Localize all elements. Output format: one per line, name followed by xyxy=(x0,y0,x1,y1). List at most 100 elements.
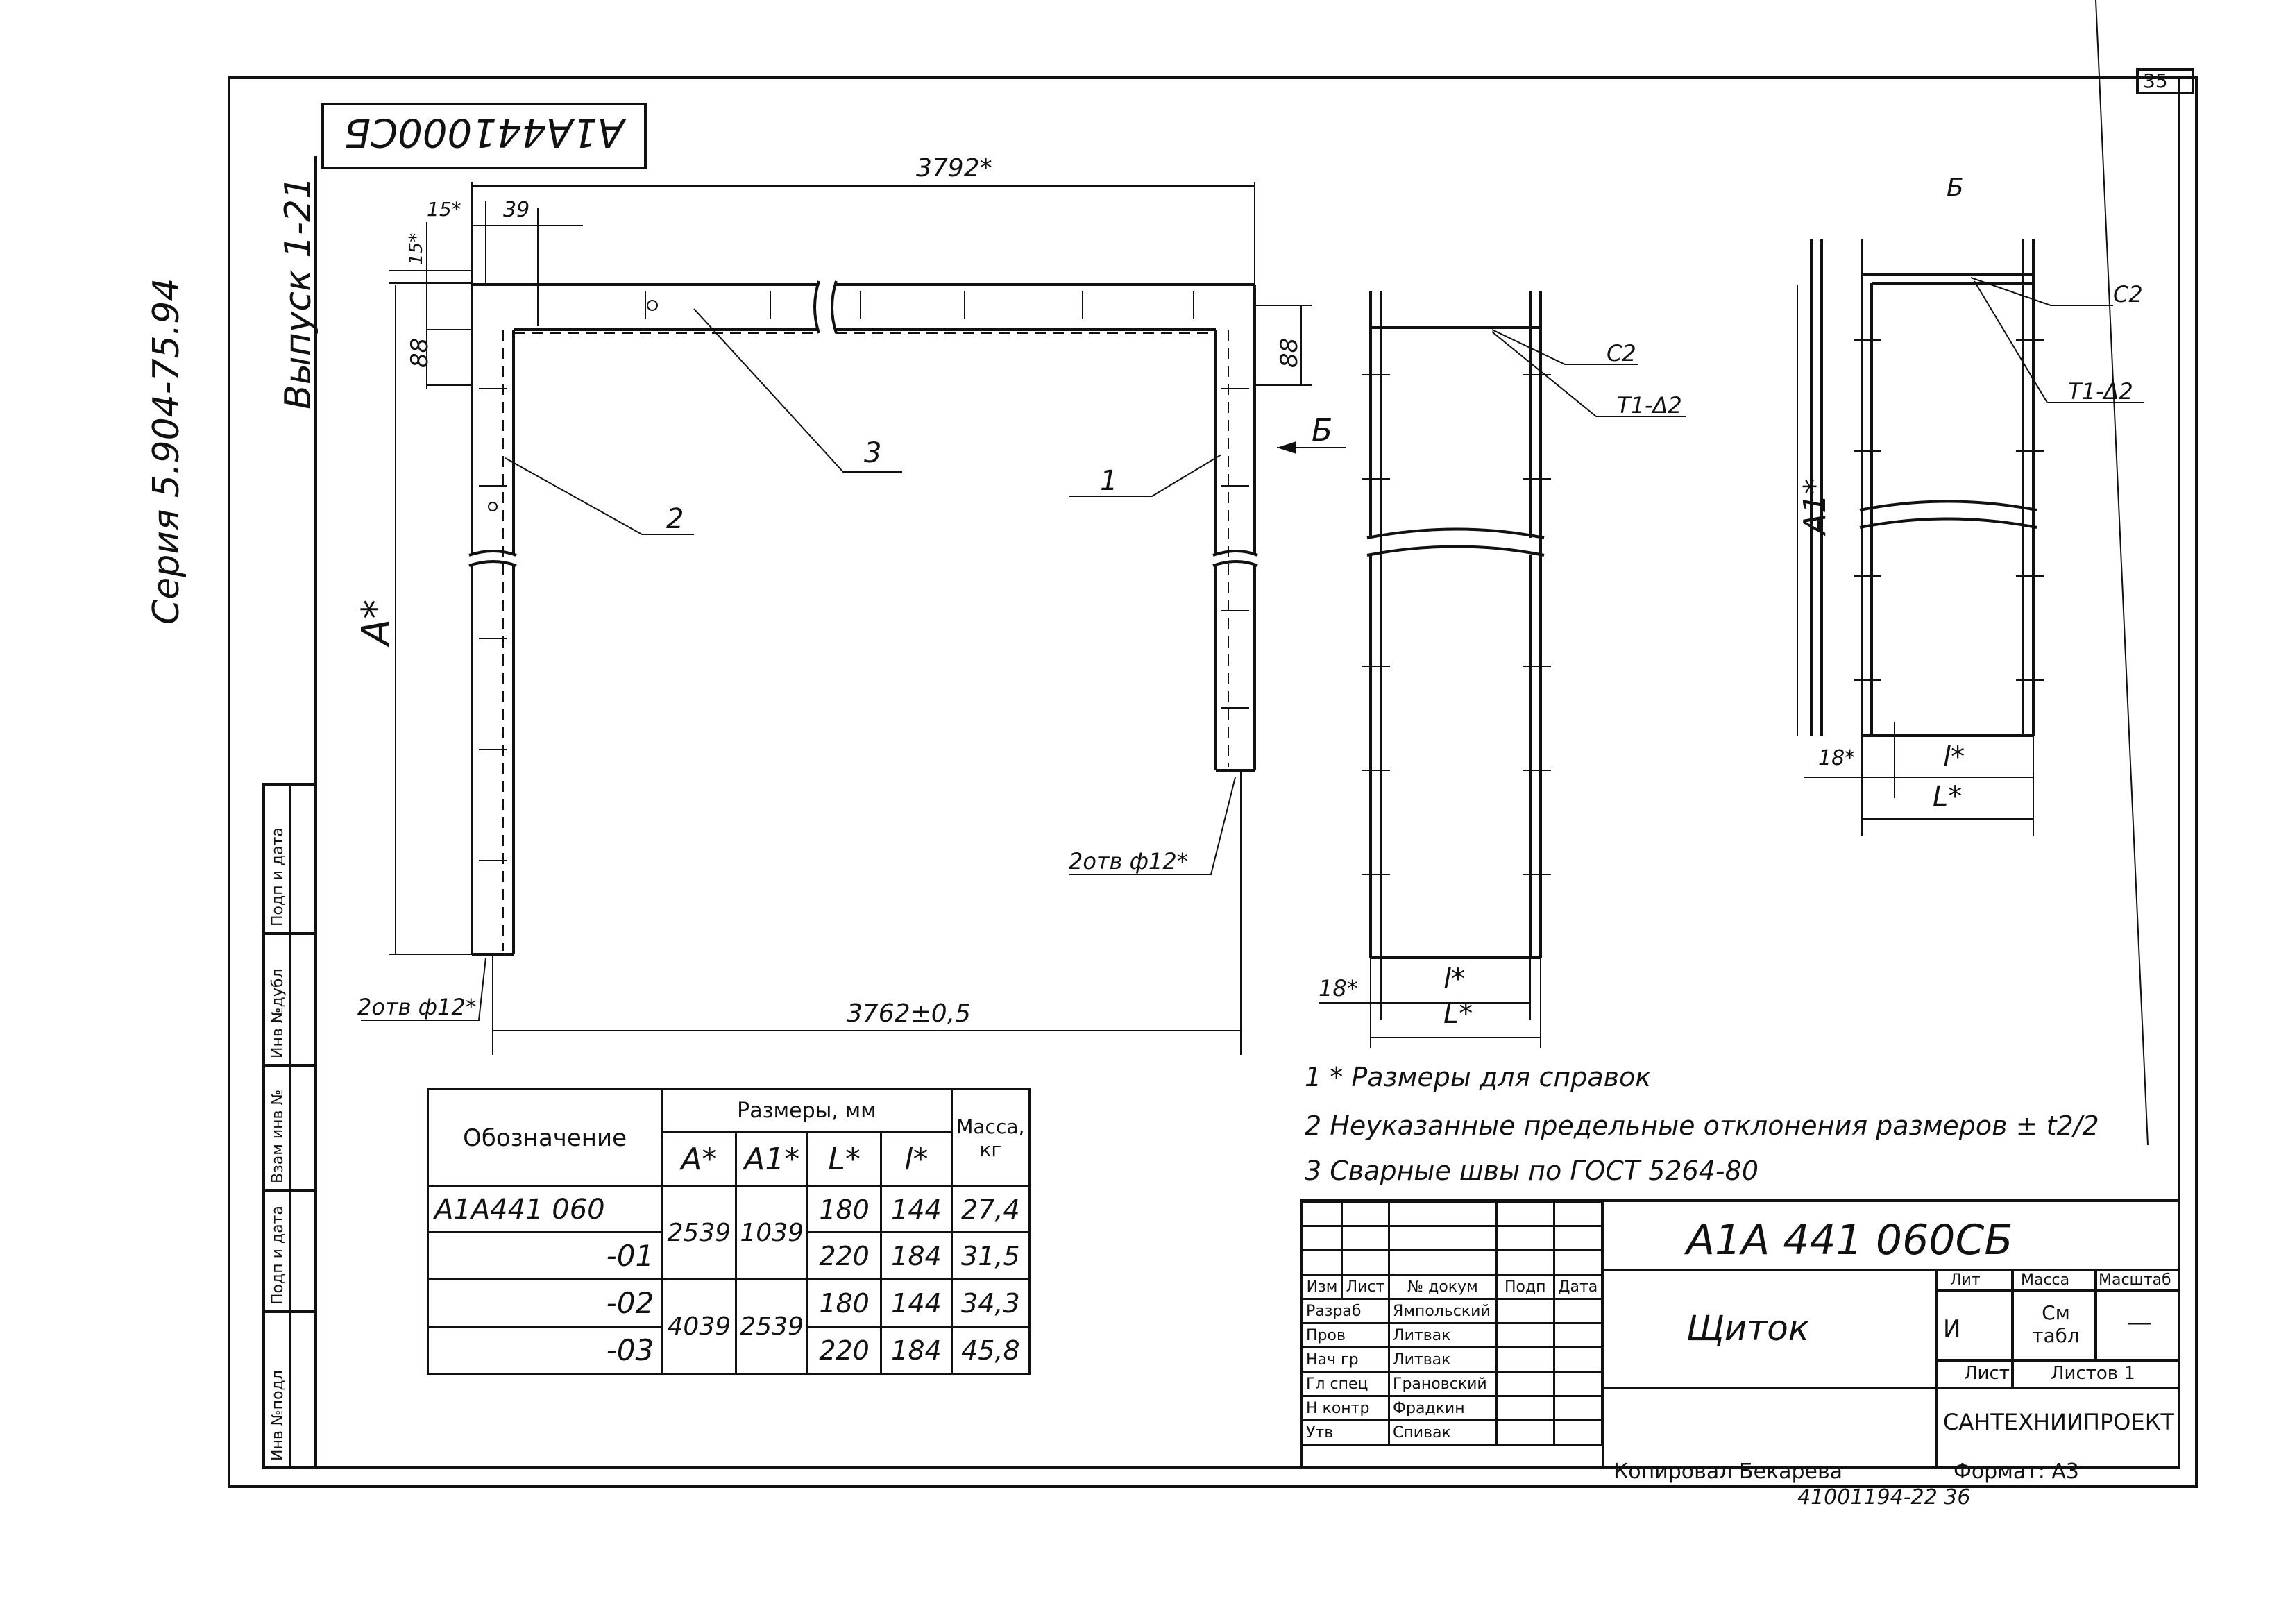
dim-15-top: 15* xyxy=(427,198,461,221)
person: Литвак xyxy=(1388,1346,1498,1373)
th-A: А* xyxy=(661,1131,738,1187)
sheet-number-box xyxy=(2136,68,2194,94)
lit-label: Лит xyxy=(1950,1271,1981,1289)
dim-15-left: 15* xyxy=(406,232,427,265)
side-stamp-label: Инв №дубл xyxy=(269,968,287,1058)
holes-right-label: 2отв ф12* xyxy=(1069,848,1188,874)
side-stamp-label: Инв №подл xyxy=(269,1370,287,1461)
role: Гл спец xyxy=(1300,1371,1391,1397)
cell-mass: 27,4 xyxy=(950,1185,1031,1233)
cell-l: 144 xyxy=(880,1185,953,1233)
dim-88-right: 88 xyxy=(1276,337,1303,368)
archive-code: 41001194-22 36 xyxy=(1797,1485,1971,1509)
side-stamp-label: Подп и дата xyxy=(269,1206,287,1305)
weld-t1-label: Т1-Δ2 xyxy=(1617,392,1682,418)
cell-L: 220 xyxy=(806,1326,883,1375)
sheet-frame xyxy=(228,76,2198,1488)
view-b-weld-c2: С2 xyxy=(2113,281,2143,307)
head-sign: Подп xyxy=(1495,1274,1555,1300)
role: Разраб xyxy=(1300,1298,1391,1324)
dim-18: 18* xyxy=(1319,975,1358,1001)
spec-table: Обозначение Размеры, мм Масса, кг А* А1*… xyxy=(426,1088,1031,1375)
holes-left-label: 2отв ф12* xyxy=(357,994,477,1020)
lit-value: И xyxy=(1943,1315,1961,1343)
view-b-dim-A1: А1* xyxy=(1797,478,1833,534)
cell-A: 4039 xyxy=(661,1278,738,1375)
leader-1: 1 xyxy=(1100,465,1118,497)
doc-code: А1А 441 060СБ xyxy=(1686,1216,2013,1264)
main-frame-view xyxy=(468,280,1258,956)
row-designation: -03 xyxy=(426,1326,663,1375)
rotated-code-box xyxy=(321,103,647,169)
view-b-dim-L: L* xyxy=(1933,781,1963,813)
series-label: Серия 5.904-75.94 xyxy=(146,278,187,625)
cell-mass: 45,8 xyxy=(950,1326,1031,1375)
side-stamp-label: Взам инв № xyxy=(269,1089,287,1183)
cell-mass: 31,5 xyxy=(950,1231,1031,1280)
role: Нач гр xyxy=(1300,1346,1391,1373)
person: Фрадкин xyxy=(1388,1395,1498,1421)
person: Грановский xyxy=(1388,1371,1498,1397)
sheets-label: Листов 1 xyxy=(2051,1363,2135,1384)
main-dimension-lines xyxy=(361,182,1346,1055)
th-L: L* xyxy=(806,1131,883,1187)
row-designation: -01 xyxy=(426,1231,663,1280)
view-arrow-head xyxy=(1277,441,1296,454)
view-arrow-label: Б xyxy=(1312,413,1333,448)
dim-hole-spacing: 3762±0,5 xyxy=(847,999,972,1028)
weld-c2-label: С2 xyxy=(1607,340,1636,366)
th-l: l* xyxy=(880,1131,953,1187)
cell-L: 180 xyxy=(806,1185,883,1233)
cell-l: 184 xyxy=(880,1231,953,1280)
format: Формат: А3 xyxy=(1954,1460,2079,1484)
copied-by: Копировал Бекарева xyxy=(1613,1460,1843,1484)
org-name: САНТЕХНИИПРОЕКТ xyxy=(1943,1409,2174,1435)
sheet-number: 35 xyxy=(2143,69,2168,92)
cell-mass: 34,3 xyxy=(950,1278,1031,1328)
side-stamp-label: Подп и дата xyxy=(269,827,287,927)
doc-name: Щиток xyxy=(1686,1308,1810,1348)
row-designation: А1А441 060 xyxy=(426,1185,663,1233)
view-b-weld-t1: Т1-Δ2 xyxy=(2068,378,2133,405)
side-section-view xyxy=(1319,291,1686,1048)
mass-value: См табл xyxy=(2032,1301,2080,1347)
person: Ямпольский xyxy=(1388,1298,1498,1324)
scale-value: — xyxy=(2127,1308,2152,1337)
th-mass: Масса, кг xyxy=(950,1088,1031,1187)
sheet-label: Лист xyxy=(1964,1363,2010,1384)
rotated-doc-code: А1А441000СБ xyxy=(344,110,625,155)
issue-label: Выпуск 1-21 xyxy=(278,176,319,409)
view-b-dim-l: l* xyxy=(1943,741,1965,773)
role: Н контр xyxy=(1300,1395,1391,1421)
head-list: Лист xyxy=(1340,1274,1391,1300)
dim-overall-width: 3792* xyxy=(916,154,992,183)
scale-label: Масштаб xyxy=(2099,1271,2171,1289)
dim-39: 39 xyxy=(503,198,530,222)
row-designation: -02 xyxy=(426,1278,663,1328)
dim-L: L* xyxy=(1443,998,1473,1030)
person: Литвак xyxy=(1388,1322,1498,1348)
title-block-grid xyxy=(1300,1199,2180,1469)
note-3: 3 Сварные швы по ГОСТ 5264-80 xyxy=(1305,1156,1759,1186)
th-sizes: Размеры, мм xyxy=(661,1088,953,1133)
view-b-title: Б xyxy=(1947,174,1964,202)
cell-A: 2539 xyxy=(661,1185,738,1280)
cell-A1: 1039 xyxy=(735,1185,808,1280)
head-doc: № докум xyxy=(1388,1274,1498,1300)
dim-88-left: 88 xyxy=(406,337,434,368)
role: Утв xyxy=(1300,1419,1391,1446)
view-b xyxy=(1797,239,2144,836)
view-b-dim-18: 18* xyxy=(1818,746,1856,770)
head-date: Дата xyxy=(1552,1274,1604,1300)
cell-l: 144 xyxy=(880,1278,953,1328)
leader-2: 2 xyxy=(666,503,684,535)
head-izm: Изм xyxy=(1301,1274,1343,1300)
th-A1: А1* xyxy=(735,1131,808,1187)
leader-3: 3 xyxy=(864,437,882,469)
th-designation: Обозначение xyxy=(426,1088,663,1187)
note-2: 2 Неуказанные предельные отклонения разм… xyxy=(1305,1110,2099,1141)
role: Пров xyxy=(1300,1322,1391,1348)
cell-L: 180 xyxy=(806,1278,883,1328)
cell-l: 184 xyxy=(880,1326,953,1375)
